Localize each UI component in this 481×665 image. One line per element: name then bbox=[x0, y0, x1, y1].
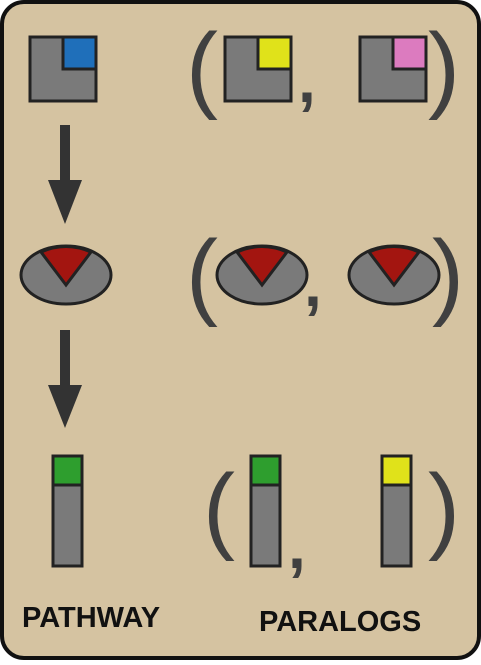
paralog-square-icon bbox=[223, 35, 293, 103]
paralog-bar-accent bbox=[249, 454, 282, 487]
open-paren: ( bbox=[186, 14, 218, 121]
pathway-arrow-icon bbox=[48, 125, 82, 224]
paralog-square-accent bbox=[256, 35, 293, 71]
paralogs-column: ( , ) ( , ) ( , bbox=[186, 14, 464, 638]
pathway-label: PATHWAY bbox=[22, 602, 160, 634]
paralog-square-accent bbox=[391, 35, 428, 71]
pathway-column: PATHWAY bbox=[19, 35, 160, 634]
paralog-square-icon bbox=[358, 35, 428, 103]
paralog-ellipse-icon bbox=[215, 244, 309, 306]
pathway-ellipse-accent bbox=[38, 245, 94, 288]
paralog-ellipse-accent bbox=[234, 245, 290, 288]
pathway-bar-accent bbox=[51, 454, 84, 487]
paralog-ellipse-accent bbox=[366, 245, 422, 288]
pathway-bar-icon bbox=[51, 454, 84, 568]
open-paren: ( bbox=[203, 455, 235, 562]
close-paren: ) bbox=[428, 455, 460, 562]
paralogs-label: PARALOGS bbox=[259, 606, 421, 638]
pathway-arrow-icon bbox=[48, 330, 82, 428]
paralog-bar-icon bbox=[249, 454, 282, 568]
open-paren: ( bbox=[186, 221, 218, 328]
paralog-bar-accent bbox=[380, 454, 413, 487]
pathway-square-accent bbox=[61, 35, 98, 71]
comma: , bbox=[288, 510, 306, 582]
comma: , bbox=[298, 44, 316, 116]
pathway-square-icon bbox=[28, 35, 98, 103]
comma: , bbox=[304, 248, 322, 320]
paralog-bar-icon bbox=[380, 454, 413, 568]
close-paren: ) bbox=[432, 221, 464, 328]
close-paren: ) bbox=[428, 14, 460, 121]
pathway-ellipse-icon bbox=[19, 244, 113, 306]
paralog-ellipse-icon bbox=[347, 244, 441, 306]
